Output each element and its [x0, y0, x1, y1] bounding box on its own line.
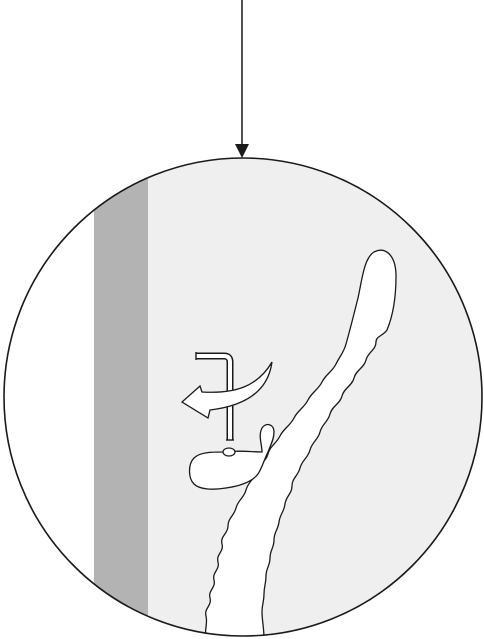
arrow-down-icon — [235, 0, 249, 158]
set-screw-hole — [223, 448, 235, 456]
frame-strip — [94, 150, 148, 639]
